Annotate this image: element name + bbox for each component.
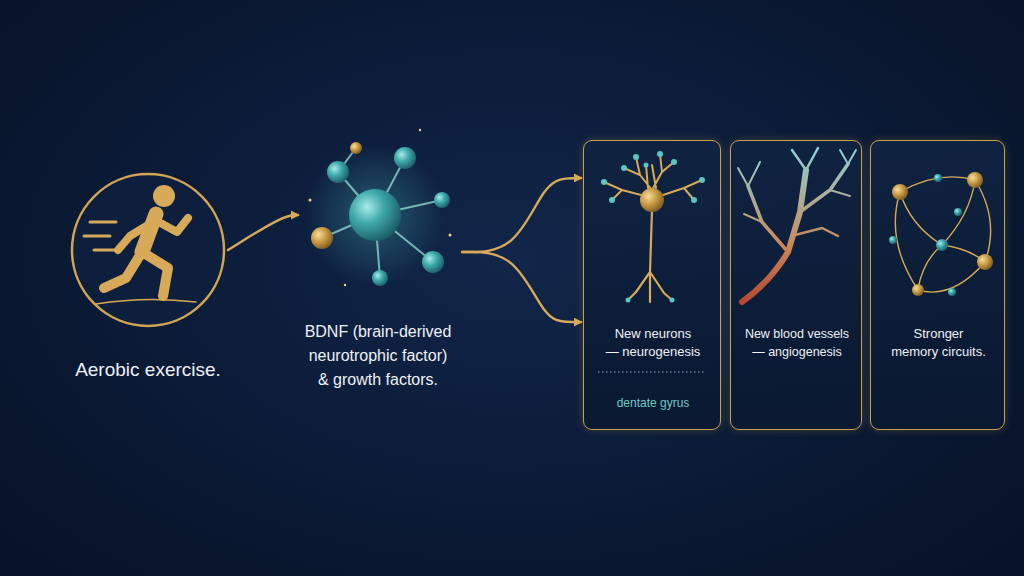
flow-arrow xyxy=(228,215,298,250)
circle-outline xyxy=(70,172,226,328)
dotted-divider xyxy=(598,371,706,372)
neuron-illustration xyxy=(601,151,705,303)
node-label: New neurons — neurogenesis xyxy=(588,325,718,361)
runner-icon xyxy=(84,185,196,304)
blood-vessel-illustration xyxy=(738,148,856,302)
node-sublabel: dentate gyrus xyxy=(588,395,718,411)
growth-factor-node: BDNF (brain-derived neurotrophic factor)… xyxy=(300,150,460,280)
exercise-circle: Aerobic exercise. xyxy=(70,172,226,328)
process-box: Stronger memory circuits. xyxy=(870,140,1005,430)
process-box: New blood vessels — angiogenesis xyxy=(730,140,862,430)
node-label: New blood vessels — angiogenesis xyxy=(734,325,860,361)
circle-border xyxy=(72,174,224,326)
memory-network-illustration xyxy=(889,172,993,296)
process-box: New neurons — neurogenesis dentate gyrus xyxy=(583,140,721,430)
flow-arrow xyxy=(462,252,581,322)
node-label: BDNF (brain-derived neurotrophic factor)… xyxy=(283,320,473,392)
node-label: Aerobic exercise. xyxy=(25,358,271,382)
bdnf-molecule xyxy=(305,129,452,286)
node-label: Stronger memory circuits. xyxy=(879,325,998,361)
flow-arrow xyxy=(462,178,581,252)
